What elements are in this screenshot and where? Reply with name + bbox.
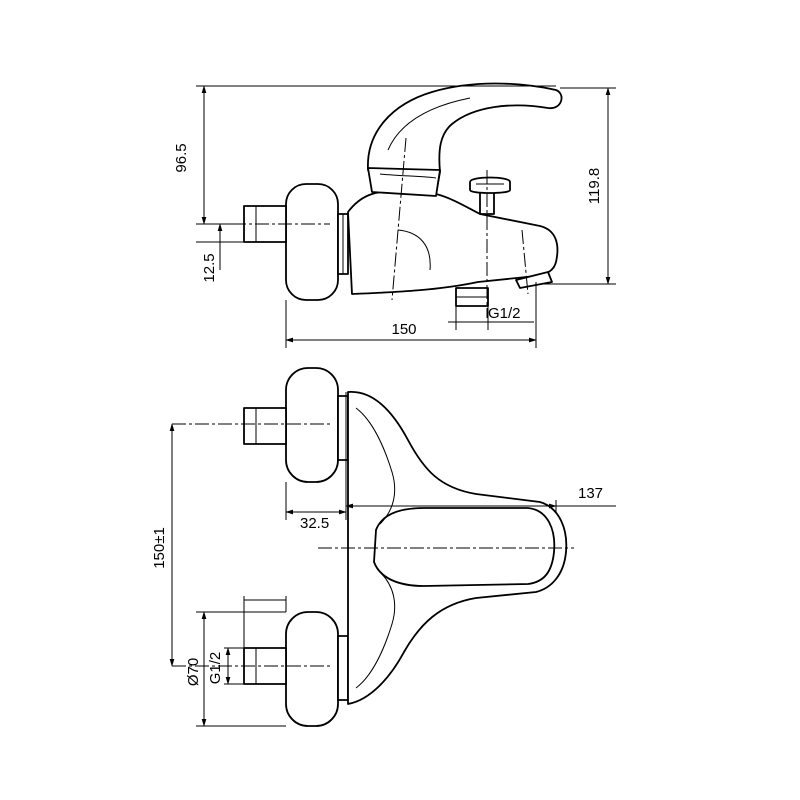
side-diverter-knob [469, 176, 511, 194]
top-view: 150±1 32.5 137 Ø70 G1/2 [151, 367, 616, 727]
dim-label-137: 137 [578, 485, 603, 502]
top-handle [373, 507, 556, 587]
dim-label-diameter: Ø70 [185, 658, 202, 686]
dim-label-150-tol: 150±1 [151, 527, 168, 569]
dim-label-150: 150 [391, 321, 416, 338]
side-view: 96.5 12.5 119.8 G1/2 150 [173, 82, 616, 348]
top-inlet-connector-upper [243, 407, 287, 445]
dim-label-96-5: 96.5 [173, 143, 190, 172]
top-wall-plate-lower [285, 611, 339, 727]
side-aerator [515, 271, 553, 289]
dim-label-119-8: 119.8 [586, 168, 603, 204]
dim-label-top-thread: G1/2 [207, 652, 224, 685]
dim-label-side-thread: G1/2 [488, 305, 521, 322]
dim-label-32-5: 32.5 [300, 515, 329, 532]
side-wall-plate [285, 183, 339, 301]
top-wall-plate-upper [285, 367, 339, 483]
dim-label-12-5: 12.5 [201, 253, 218, 282]
side-handle [367, 82, 563, 195]
